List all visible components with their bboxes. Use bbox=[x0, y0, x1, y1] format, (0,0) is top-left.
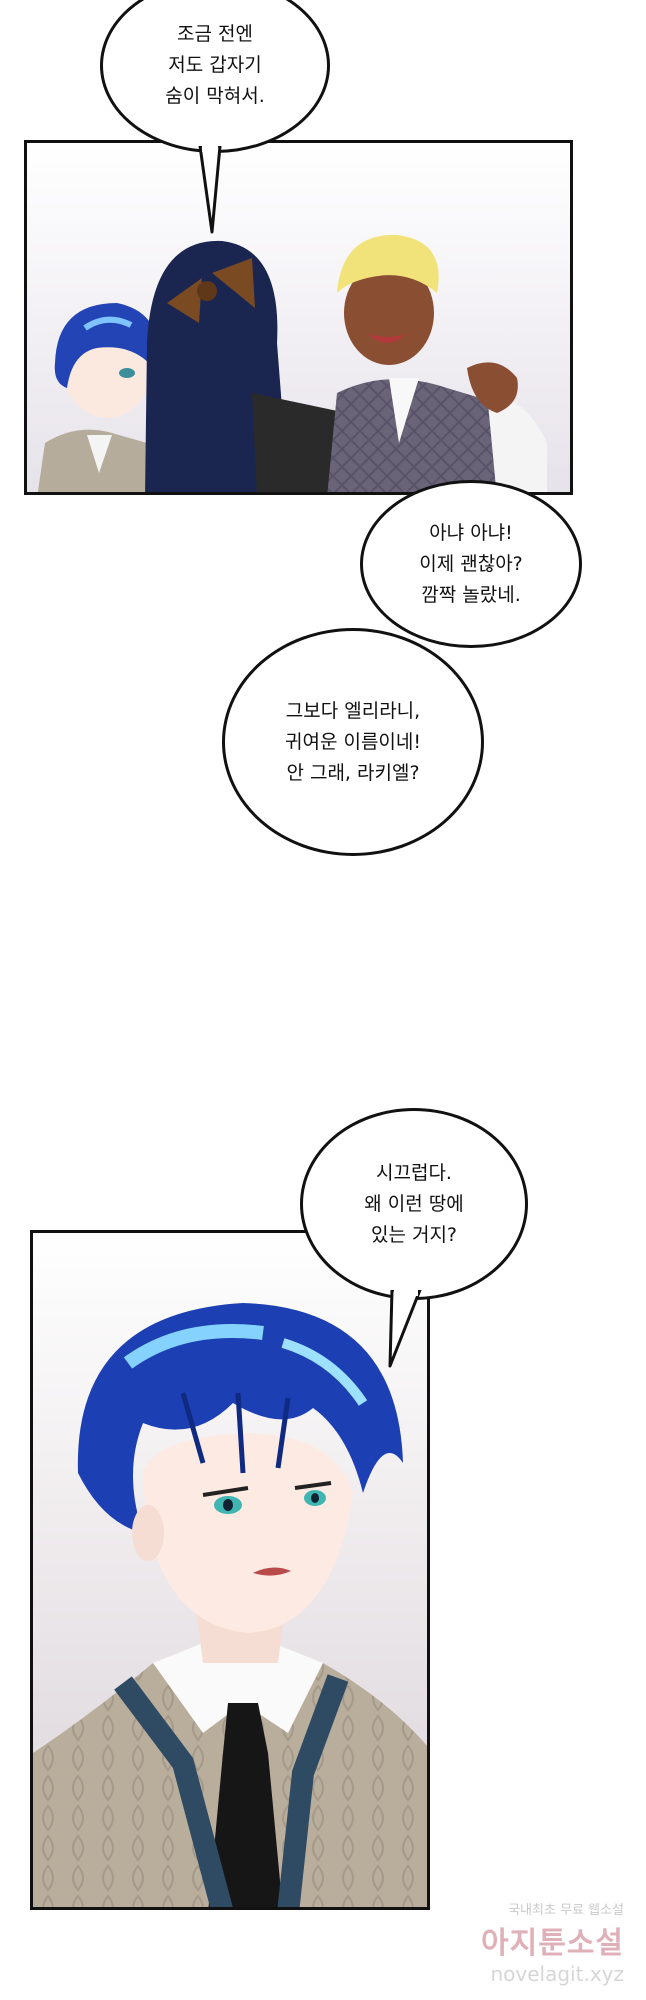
speech-bubble-4: 시끄럽다. 왜 이런 땅에 있는 거지? bbox=[300, 1108, 528, 1300]
speech-bubble-3-text: 그보다 엘리라니, 귀여운 이름이네! 안 그래, 라키엘? bbox=[284, 699, 422, 784]
watermark-url: novelagit.xyz bbox=[490, 1962, 625, 1986]
speech-bubble-4-text: 시끄럽다. 왜 이런 땅에 있는 거지? bbox=[364, 1161, 464, 1246]
speech-bubble-3: 그보다 엘리라니, 귀여운 이름이네! 안 그래, 라키엘? bbox=[222, 628, 484, 856]
watermark-logo-text: 아지툰소설 bbox=[481, 1926, 624, 1961]
watermark-tagline: 국내최초 무료 웹소설 bbox=[508, 1903, 624, 1918]
speech-bubble-1-tail bbox=[198, 146, 222, 234]
panel-2-art bbox=[33, 1233, 427, 1907]
speech-bubble-2-text: 아냐 아냐! 이제 괜찮아? 깜짝 놀랐네. bbox=[419, 521, 523, 606]
speech-bubble-1-text: 조금 전엔 저도 갑자기 숨이 막혀서. bbox=[165, 23, 265, 107]
speech-bubble-4-tail bbox=[388, 1290, 422, 1368]
comic-panel-2 bbox=[30, 1230, 430, 1910]
speech-bubble-1: 조금 전엔 저도 갑자기 숨이 막혀서. bbox=[100, 0, 330, 153]
panel-1-art bbox=[27, 143, 570, 492]
comic-panel-1 bbox=[24, 140, 573, 495]
site-watermark: 국내최초 무료 웹소설 아지툰소설 novelagit.xyz bbox=[434, 1899, 624, 1986]
speech-bubble-2: 아냐 아냐! 이제 괜찮아? 깜짝 놀랐네. bbox=[360, 480, 582, 648]
